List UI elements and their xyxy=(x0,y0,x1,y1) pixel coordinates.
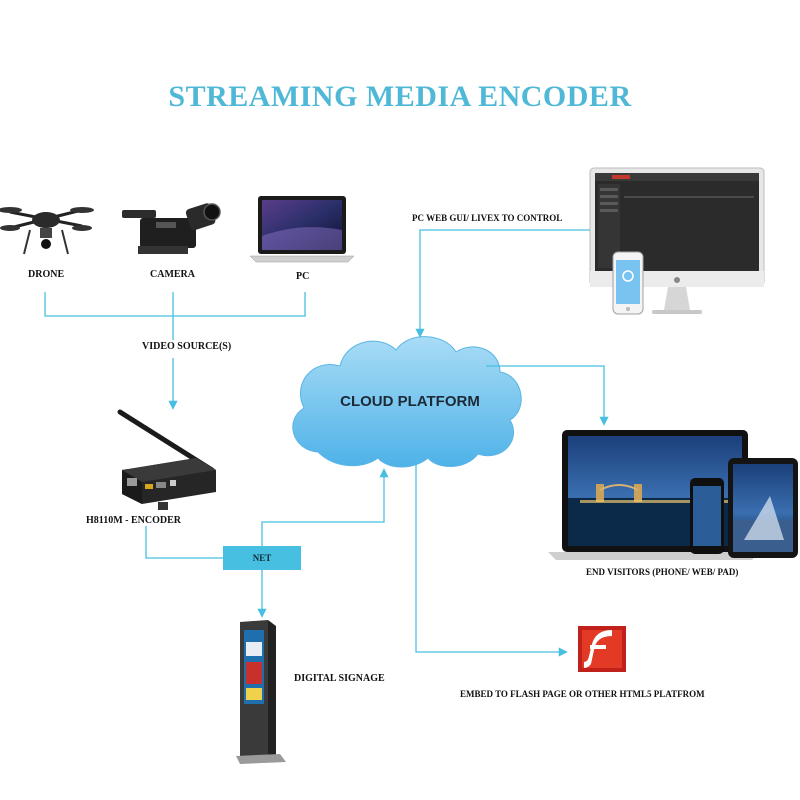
net-box: NET xyxy=(223,546,301,570)
pc-label: PC xyxy=(296,271,310,282)
encoder-label: H8110M - ENCODER xyxy=(86,515,181,526)
connectors xyxy=(44,229,609,657)
cloud-platform-shape xyxy=(292,336,522,468)
drone-label: DRONE xyxy=(28,269,65,280)
embed-label: EMBED TO FLASH PAGE OR OTHER HTML5 PLATF… xyxy=(460,689,705,699)
laptop-icon xyxy=(249,196,355,263)
camera-icon xyxy=(122,203,221,254)
video-sources-label: VIDEO SOURCE(S) xyxy=(142,341,232,352)
drone-icon xyxy=(0,207,94,255)
digital-signage-label: DIGITAL SIGNAGE xyxy=(294,673,385,684)
page-title: STREAMING MEDIA ENCODER xyxy=(168,80,632,113)
encoder-device-icon xyxy=(117,409,216,510)
end-visitor-devices-icon xyxy=(548,430,798,560)
phone-icon xyxy=(612,251,644,315)
digital-signage-icon xyxy=(236,620,286,764)
cloud-platform-label: CLOUD PLATFORM xyxy=(340,393,480,410)
control-label: PC WEB GUI/ LIVEX TO CONTROL xyxy=(412,213,563,223)
end-visitors-label: END VISITORS (PHONE/ WEB/ PAD) xyxy=(586,567,739,577)
flash-logo-icon xyxy=(578,626,626,672)
camera-label: CAMERA xyxy=(150,269,195,280)
